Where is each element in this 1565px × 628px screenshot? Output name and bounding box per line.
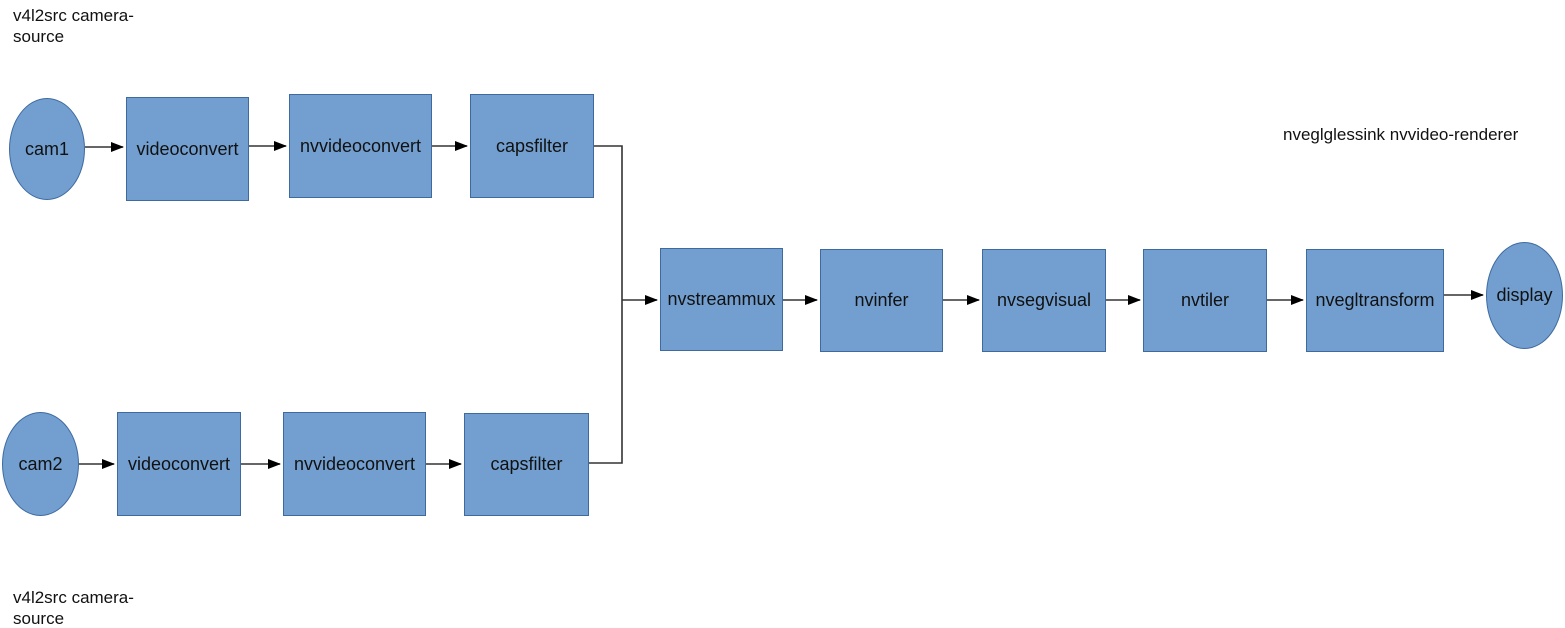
node-label: nvstreammux [667, 289, 776, 309]
label-camera-source-bottom: v4l2src camera- source [13, 587, 134, 628]
node-label: capsfilter [495, 135, 569, 156]
node-capsfilter-2: capsfilter [464, 413, 589, 516]
node-display: display [1486, 242, 1563, 349]
label-text: nveglglessink nvvideo-renderer [1283, 125, 1519, 144]
label-line: v4l2src camera- [13, 588, 134, 607]
node-label: nvsegvisual [996, 290, 1092, 310]
label-line: v4l2src camera- [13, 6, 134, 25]
node-videoconvert-1: videoconvert [126, 97, 249, 201]
label-line: source [13, 609, 65, 628]
node-nvtiler: nvtiler [1143, 249, 1267, 352]
node-label: cam1 [24, 138, 69, 159]
node-label: nvvideoconvert [299, 135, 422, 156]
label-line: source [13, 27, 65, 46]
node-capsfilter-1: capsfilter [470, 94, 594, 198]
node-nvinfer: nvinfer [820, 249, 943, 352]
node-nvsegvisual: nvsegvisual [982, 249, 1106, 352]
edge-capsfilter1-junction [594, 145, 623, 300]
node-label: videoconvert [127, 453, 231, 474]
node-label: cam2 [18, 453, 63, 474]
label-camera-source-top: v4l2src camera- source [13, 5, 134, 47]
node-label: display [1496, 285, 1553, 305]
node-label: videoconvert [136, 138, 239, 159]
node-nvstreammux: nvstreammux [660, 248, 783, 351]
node-cam2: cam2 [2, 412, 79, 516]
node-nvegltransform: nvegltransform [1306, 249, 1444, 352]
node-label: nvvideoconvert [293, 453, 416, 474]
label-nveglglessink-renderer: nveglglessink nvvideo-renderer [1283, 124, 1518, 145]
node-label: nvinfer [854, 290, 909, 310]
edge-capsfilter2-junction [589, 300, 623, 464]
node-nvvideoconvert-2: nvvideoconvert [283, 412, 426, 516]
node-cam1: cam1 [9, 98, 85, 200]
node-label: nvtiler [1180, 290, 1229, 310]
node-label: nvegltransform [1315, 290, 1435, 310]
node-videoconvert-2: videoconvert [117, 412, 241, 516]
node-nvvideoconvert-1: nvvideoconvert [289, 94, 432, 198]
node-label: capsfilter [490, 454, 563, 474]
